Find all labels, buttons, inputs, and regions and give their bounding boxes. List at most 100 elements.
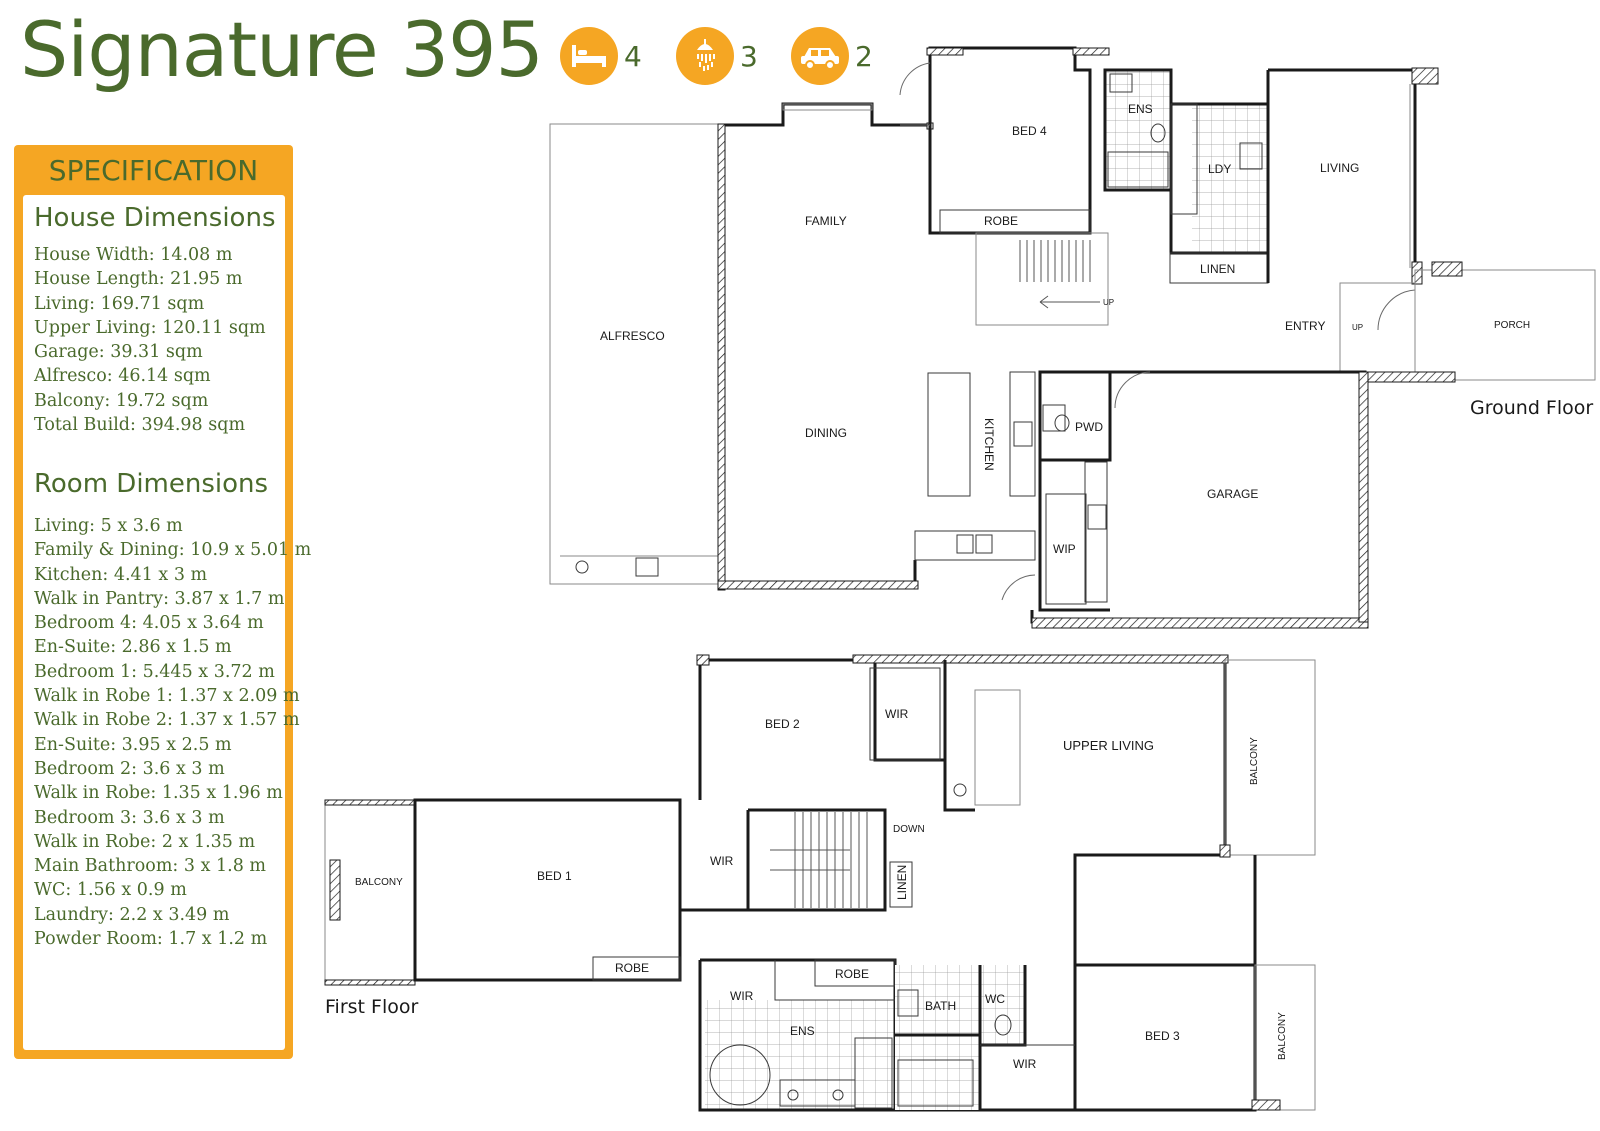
spec-item: Bedroom 4: 4.05 x 3.64 m [34,613,264,634]
garage-feature: 2 [791,26,873,86]
spec-item: Total Build: 394.98 sqm [34,415,246,436]
label-wip: WIP [1053,542,1076,556]
house-dimensions-title: House Dimensions [34,203,276,233]
bathrooms-count: 3 [740,39,758,73]
kitchen-bench [914,530,1036,561]
spec-item: Walk in Robe: 2 x 1.35 m [34,831,256,852]
spec-item: WC: 1.56 x 0.9 m [34,880,187,901]
label-entry: ENTRY [1285,319,1325,333]
label-porch: PORCH [1494,320,1530,331]
room-dimensions-title: Room Dimensions [34,469,269,499]
alfresco-area [549,123,719,585]
shower-icon [676,27,734,85]
label-ens-robe: ROBE [835,967,869,981]
bed-icon [560,27,618,85]
main-bath-tub [897,1059,974,1107]
label-family: FAMILY [805,214,847,228]
spec-item: Family & Dining: 10.9 x 5.01 m [34,540,312,561]
bath-tiles [895,965,980,1110]
label-up-stairs: UP [1103,298,1114,307]
spec-item: Balcony: 19.72 sqm [34,390,209,411]
kitchen-island [927,372,971,497]
label-bed4: BED 4 [1012,124,1047,138]
upper-living-walls [945,658,1227,965]
label-bed2-wir: WIR [885,707,909,721]
label-kitchen: KITCHEN [982,418,996,471]
spec-item: Bedroom 3: 3.6 x 3 m [34,807,225,828]
spec-item: Walk in Robe: 1.35 x 1.96 m [34,783,283,804]
label-dining: DINING [805,426,847,440]
kitchen-back-bench [1009,371,1036,497]
bed1-walls [413,798,682,982]
spec-item: En-Suite: 3.95 x 2.5 m [34,734,232,755]
first-stairs [770,812,868,908]
bbq-sink [575,560,589,574]
label-ens-wir: WIR [730,989,754,1003]
bbq-cooktop [635,557,659,577]
spec-item: House Length: 21.95 m [34,269,243,290]
spec-item: Main Bathroom: 3 x 1.8 m [34,856,266,877]
label-first-linen: LINEN [895,865,909,900]
label-wc: WC [985,992,1005,1006]
spec-item: Living: 5 x 3.6 m [34,516,183,536]
spec-item: Upper Living: 120.11 sqm [34,317,266,338]
label-balcony-right-bottom: BALCONY [1277,1012,1288,1060]
label-bath: BATH [925,999,956,1013]
first-floor-label: First Floor [325,996,418,1018]
car-icon [791,27,849,85]
bedrooms-feature: 4 [560,26,642,86]
label-bed3-wir: WIR [1013,1057,1037,1071]
label-pwd: PWD [1075,420,1103,434]
bed2-walls [698,658,947,800]
bathrooms-feature: 3 [676,26,758,86]
garage-count: 2 [855,39,873,73]
wip-walls [1038,460,1110,612]
ground-stairs [1019,240,1100,309]
spec-item: En-Suite: 2.86 x 1.5 m [34,637,232,658]
pwd-walls [1038,370,1112,462]
ens-tiles [1105,70,1171,190]
label-robe: ROBE [984,214,1018,228]
living-walls [1266,68,1425,283]
wc-tiles [980,965,1025,1045]
bedrooms-count: 4 [624,39,642,73]
bed2-wir-area [869,667,941,761]
label-living: LIVING [1320,161,1359,175]
first-stair-well [748,808,887,912]
label-upper-living: UPPER LIVING [1063,738,1154,753]
spec-item: Laundry: 2.2 x 3.49 m [34,904,230,925]
label-stair-wir: WIR [710,854,734,868]
spec-item: Powder Room: 1.7 x 1.2 m [34,929,268,950]
ground-floor-plan [549,46,1596,629]
label-balcony-right-top: BALCONY [1249,737,1260,785]
spec-item: Bedroom 2: 3.6 x 3 m [34,758,225,779]
label-bed3: BED 3 [1145,1029,1180,1043]
specification-header: SPECIFICATION [48,154,259,187]
spec-item: Garage: 39.31 sqm [34,342,203,363]
label-alfresco: ALFRESCO [600,329,665,343]
spec-item: Alfresco: 46.14 sqm [34,366,211,387]
house-dimensions-list: House Width: 14.08 m House Length: 21.95… [34,243,266,437]
spec-item: Living: 169.71 sqm [34,293,205,314]
family-dining-walls [719,102,930,588]
balcony-right-top-area [1224,659,1316,856]
label-down: DOWN [893,824,925,835]
label-ldy: LDY [1208,162,1231,176]
spec-item: Walk in Pantry: 3.87 x 1.7 m [34,588,285,609]
first-ens-tiles [705,1000,895,1110]
specification-body: House Dimensions House Width: 14.08 m Ho… [23,195,311,1050]
label-first-ens: ENS [790,1024,815,1038]
label-bed2: BED 2 [765,717,800,731]
ground-floor-label: Ground Floor [1470,397,1593,419]
ens-bath [709,1044,771,1106]
first-linen-cupboard [889,861,913,908]
spec-item: Kitchen: 4.41 x 3 m [34,564,208,585]
specification-panel: SPECIFICATION House Dimensions House Wid… [14,145,311,1059]
spec-item: Bedroom 1: 5.445 x 3.72 m [34,661,275,682]
porch-area [1414,269,1596,381]
label-up-entry: UP [1352,323,1363,332]
spec-item: Walk in Robe 1: 1.37 x 2.09 m [34,686,300,707]
laundry-tiles [1192,105,1267,253]
bed1-robe [592,956,681,981]
